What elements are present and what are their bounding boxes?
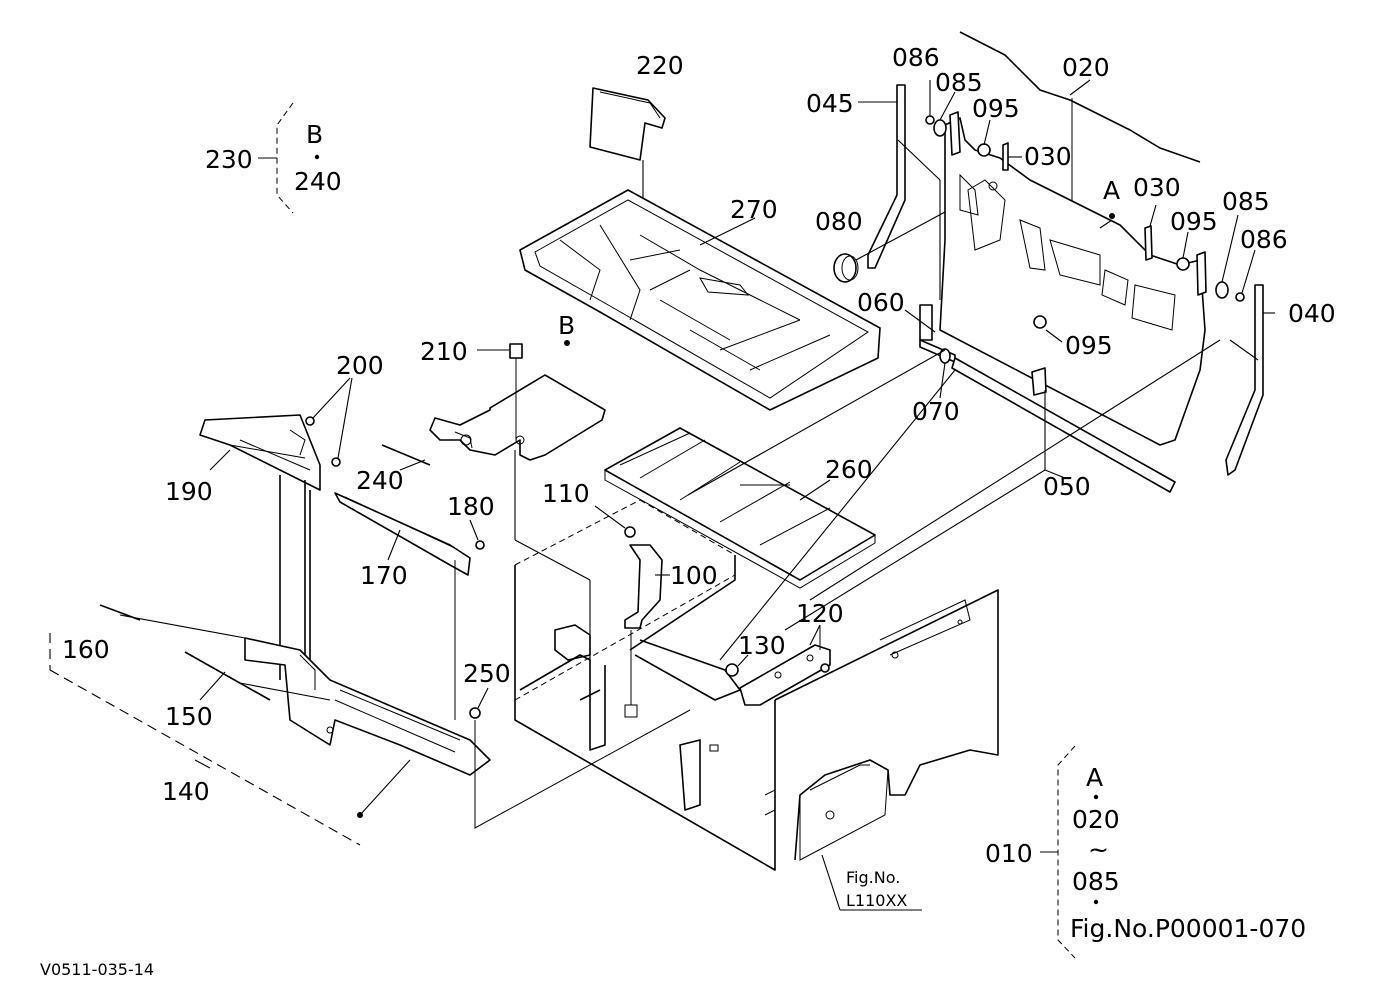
fig-ref-leader xyxy=(821,854,922,911)
part-bracket-b-shape xyxy=(429,374,606,461)
label-220: 220 xyxy=(636,51,684,80)
part-045-shape xyxy=(867,84,906,269)
fig-ref-line2: L110XX xyxy=(846,891,907,910)
diagram-code: V0511-035-14 xyxy=(40,960,154,979)
label-085-right: 085 xyxy=(1222,187,1270,216)
set-a-tilde: ~ xyxy=(1088,835,1109,864)
part-270-shape xyxy=(519,189,881,411)
part-220-shape xyxy=(589,87,666,235)
label-040: 040 xyxy=(1288,299,1336,328)
label-230: 230 xyxy=(205,145,253,174)
part-180-shape xyxy=(469,519,485,550)
part-095-lower xyxy=(1033,315,1063,343)
label-260: 260 xyxy=(825,455,873,484)
part-086-right xyxy=(1235,249,1256,302)
part-040-shape xyxy=(1225,284,1275,476)
label-070: 070 xyxy=(912,397,960,426)
part-120-shape xyxy=(739,624,831,706)
label-ref-b: B xyxy=(558,311,575,340)
part-086-left xyxy=(925,80,935,125)
label-130: 130 xyxy=(738,631,786,660)
part-160-shape xyxy=(99,604,246,639)
part-190-shape xyxy=(199,414,321,491)
part-080-shape xyxy=(833,211,946,283)
label-190: 190 xyxy=(165,477,213,506)
part-085-left xyxy=(933,91,956,137)
set-a-from: 020 xyxy=(1072,805,1120,834)
part-main-box xyxy=(514,499,999,871)
set-a-letter: A xyxy=(1086,763,1103,792)
label-270: 270 xyxy=(730,195,778,224)
label-060: 060 xyxy=(857,288,905,317)
part-110-shape xyxy=(594,505,636,538)
set-010-bracket xyxy=(1040,745,1099,959)
part-150-shape xyxy=(184,651,331,701)
part-200-screws xyxy=(305,377,353,467)
part-085-right xyxy=(1215,214,1239,299)
part-095-left xyxy=(977,119,991,157)
label-160: 160 xyxy=(62,635,110,664)
label-085-left: 085 xyxy=(935,68,983,97)
part-050-shape xyxy=(951,357,1176,493)
label-050: 050 xyxy=(1043,472,1091,501)
label-180: 180 xyxy=(447,492,495,521)
part-240-pin xyxy=(381,444,431,471)
label-086-right: 086 xyxy=(1240,225,1288,254)
label-020: 020 xyxy=(1062,53,1110,82)
label-ref-a: A xyxy=(1103,176,1120,205)
set-b-letter: B xyxy=(306,120,323,149)
label-030-right: 030 xyxy=(1133,173,1181,202)
label-110: 110 xyxy=(542,479,590,508)
label-095-right: 095 xyxy=(1170,207,1218,236)
label-086-left: 086 xyxy=(892,43,940,72)
label-250: 250 xyxy=(463,659,511,688)
part-bracket-left xyxy=(949,111,961,156)
part-rear-panel-shape xyxy=(939,117,1206,446)
part-030-right xyxy=(1144,204,1157,261)
label-095-left: 095 xyxy=(972,94,1020,123)
part-100-shape xyxy=(624,544,670,718)
label-045: 045 xyxy=(806,89,854,118)
part-170-shape xyxy=(334,492,471,576)
label-170: 170 xyxy=(360,561,408,590)
part-030-left xyxy=(1002,142,1022,171)
part-210-bolt xyxy=(477,343,523,440)
label-030-left: 030 xyxy=(1024,142,1072,171)
part-260-shape xyxy=(604,427,876,589)
part-bracket-right xyxy=(1196,251,1207,296)
label-010: 010 xyxy=(985,839,1033,868)
label-080: 080 xyxy=(815,207,863,236)
label-120: 120 xyxy=(796,599,844,628)
label-100: 100 xyxy=(670,561,718,590)
set-a-to: 085 xyxy=(1072,867,1120,896)
set-a-fig: Fig.No.P00001-070 xyxy=(1070,914,1306,943)
part-250-shape xyxy=(469,687,691,829)
label-200: 200 xyxy=(336,351,384,380)
part-130-shape xyxy=(725,654,749,677)
part-070-shape xyxy=(939,348,951,399)
set-b-part: 240 xyxy=(294,167,342,196)
set-140-bracket xyxy=(49,633,411,846)
part-020-shape xyxy=(959,31,1201,220)
label-095-lower: 095 xyxy=(1065,331,1113,360)
label-240: 240 xyxy=(356,466,404,495)
part-140-assembly xyxy=(244,637,491,776)
label-150: 150 xyxy=(165,702,213,731)
label-140: 140 xyxy=(162,777,210,806)
assembly-leaders xyxy=(514,139,1259,690)
set-230-bracket xyxy=(258,102,320,214)
part-095-right xyxy=(1176,231,1190,271)
label-210: 210 xyxy=(420,337,468,366)
fig-ref-line1: Fig.No. xyxy=(846,868,900,887)
